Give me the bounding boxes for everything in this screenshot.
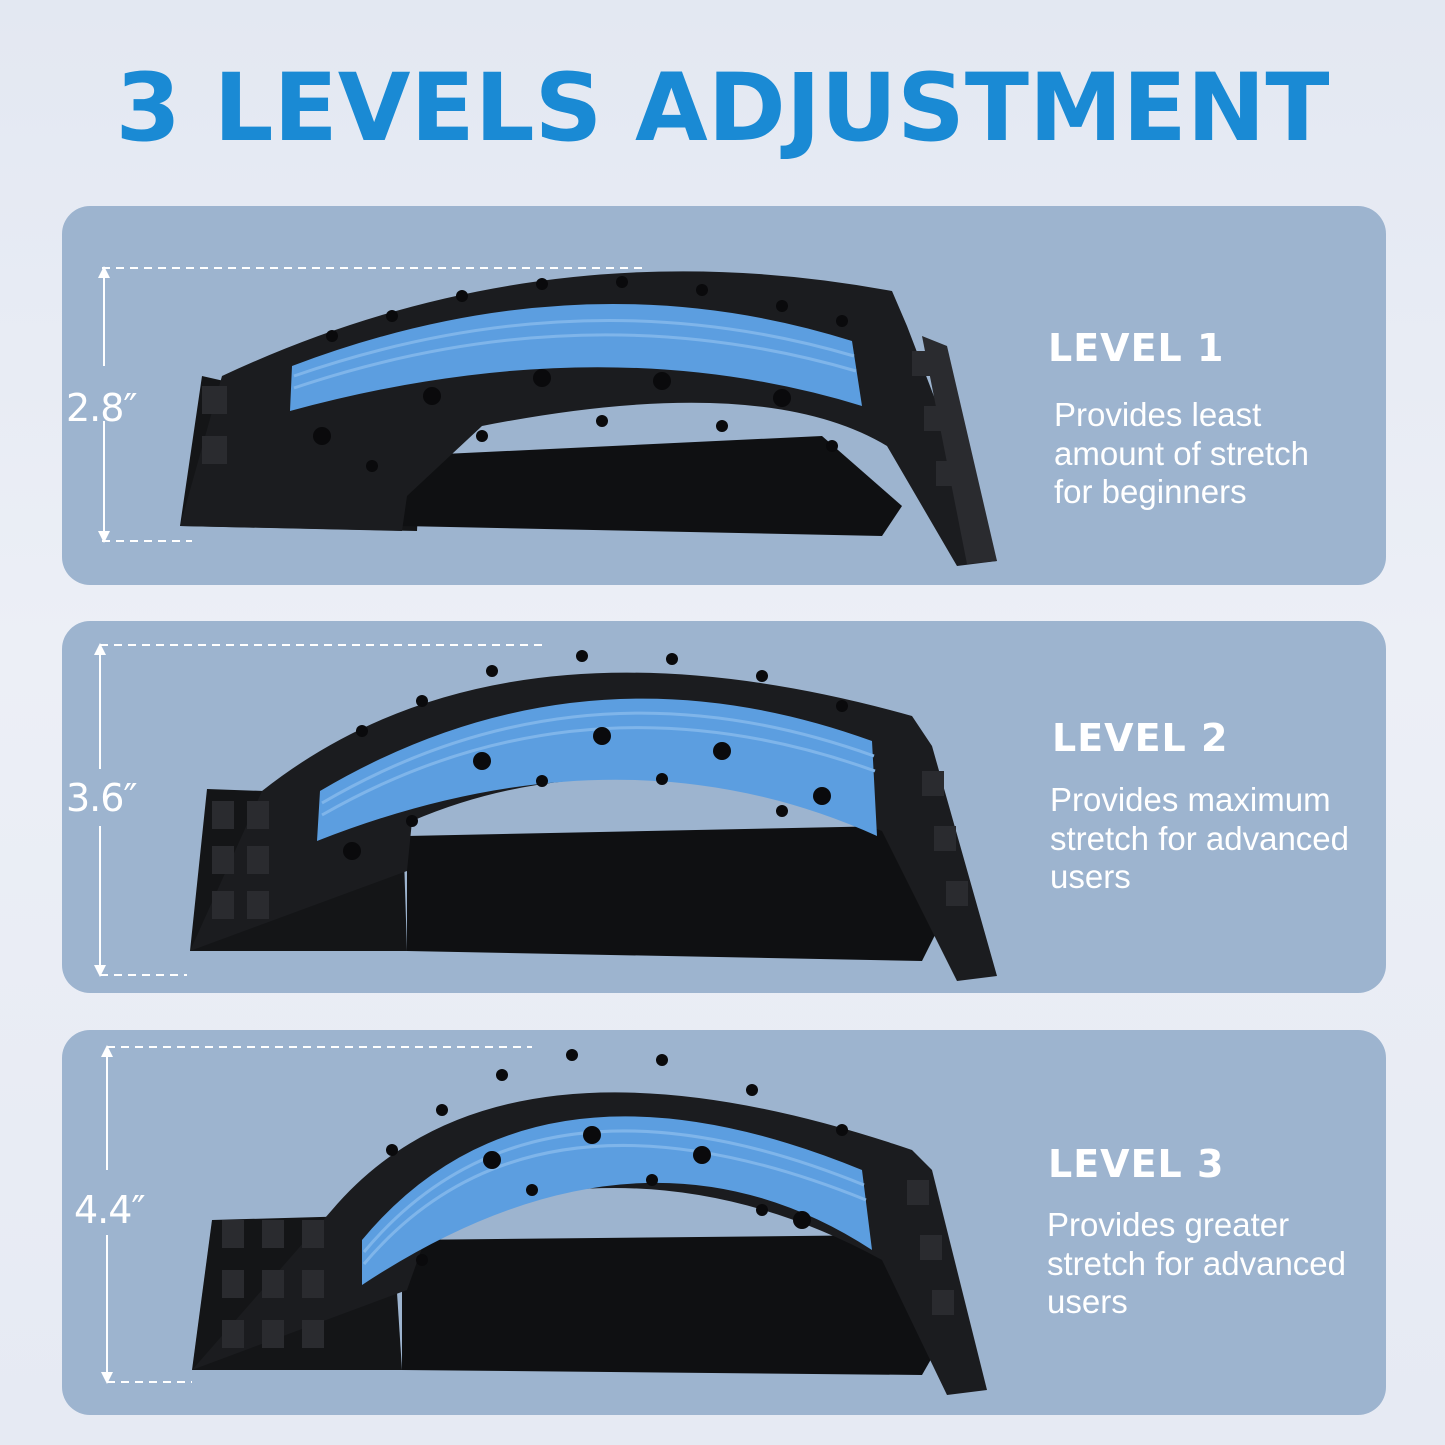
level-3-panel: 4.4″ LEVEL 3 Provides greater stretch fo… xyxy=(62,1030,1386,1415)
arrow-down-icon xyxy=(98,531,110,543)
level-2-label: LEVEL 2 xyxy=(1052,716,1229,760)
level-3-height: 4.4″ xyxy=(74,1188,146,1232)
level-3-description: Provides greater stretch for advanced us… xyxy=(1047,1206,1346,1320)
level-1-panel: 2.8″ LEVEL 1 Provides least amount of st… xyxy=(62,206,1386,585)
level-1-stretcher-image xyxy=(98,266,997,566)
level-1-label: LEVEL 1 xyxy=(1048,326,1225,370)
level-2-height: 3.6″ xyxy=(66,776,138,820)
level-2-panel: 3.6″ LEVEL 2 Provides maximum stretch fo… xyxy=(62,621,1386,993)
page-title: 3 LEVELS ADJUSTMENT xyxy=(115,54,1330,163)
arrow-down-icon xyxy=(94,965,106,977)
level-3-label: LEVEL 3 xyxy=(1048,1142,1225,1186)
arrow-up-icon xyxy=(101,1045,113,1057)
arrow-up-icon xyxy=(94,643,106,655)
level-2-stretcher-image xyxy=(94,643,997,981)
level-1-description: Provides least amount of stretch for beg… xyxy=(1054,396,1309,510)
level-3-stretcher-image xyxy=(101,1045,987,1395)
level-1-height: 2.8″ xyxy=(66,386,138,430)
arrow-down-icon xyxy=(101,1372,113,1384)
level-2-description: Provides maximum stretch for advanced us… xyxy=(1050,781,1349,895)
arrow-up-icon xyxy=(98,266,110,278)
